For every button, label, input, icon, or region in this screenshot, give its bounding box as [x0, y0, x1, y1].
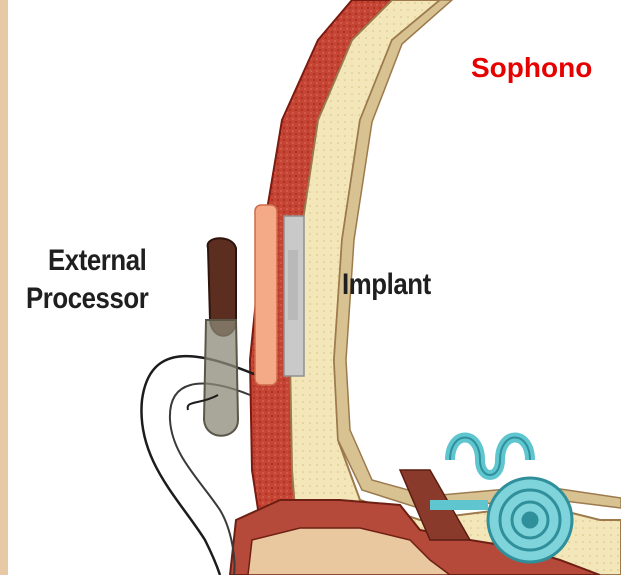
external-processor-label-line2: Processor	[26, 282, 148, 316]
magnetic-pad	[255, 205, 277, 385]
implant-label: Implant	[342, 268, 431, 302]
implant	[284, 216, 304, 376]
external-processor-label-line1: External	[48, 244, 146, 278]
brand-label: Sophono	[471, 52, 592, 84]
left-edge-skin	[0, 0, 8, 575]
external-processor	[188, 238, 238, 436]
